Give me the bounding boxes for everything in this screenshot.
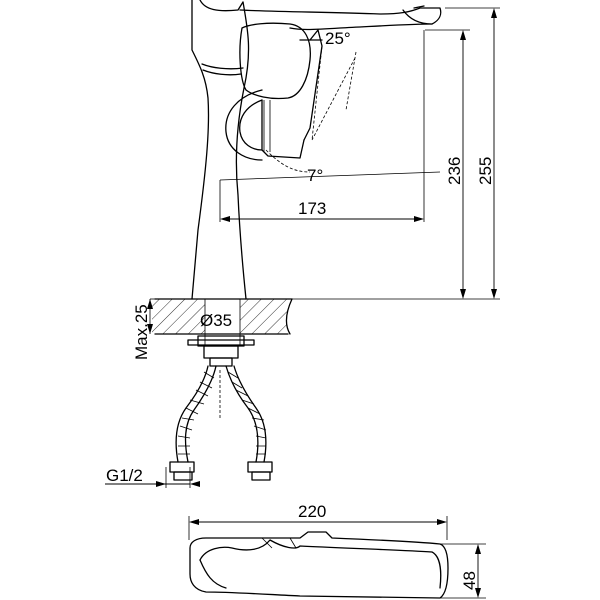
width-dimension: 48 [460, 571, 479, 590]
total-height-dimension: 255 [476, 157, 495, 185]
left-hose [175, 365, 217, 463]
diameter-dimension: Ø35 [200, 311, 232, 330]
dimension-heights: 236 255 [292, 7, 500, 300]
mounting-and-hoses: G1/2 [105, 335, 273, 488]
faucet-top-view: 220 48 [188, 502, 486, 599]
spout-tip [402, 5, 433, 25]
spout [239, 7, 442, 31]
dimension-173: 173 [219, 30, 441, 222]
back-loop [225, 89, 263, 161]
body-band [201, 63, 244, 76]
angle-upper-label: 25° [325, 29, 351, 48]
lever-sweep [311, 45, 357, 141]
max-thickness-dimension: Max.25 [132, 304, 151, 360]
spout-height-dimension: 236 [445, 157, 464, 185]
length-dimension: 220 [298, 502, 326, 521]
countertop-section: Max.25 Ø35 [132, 298, 293, 360]
angle-lower-label: 7° [307, 166, 323, 185]
handle-lever [303, 29, 323, 141]
faucet-body [191, 0, 250, 300]
thread-dimension: G1/2 [106, 466, 143, 485]
handle [239, 22, 311, 100]
top-view-outline [189, 531, 449, 599]
faucet-side-view [191, 0, 442, 300]
reach-dimension: 173 [298, 199, 326, 218]
